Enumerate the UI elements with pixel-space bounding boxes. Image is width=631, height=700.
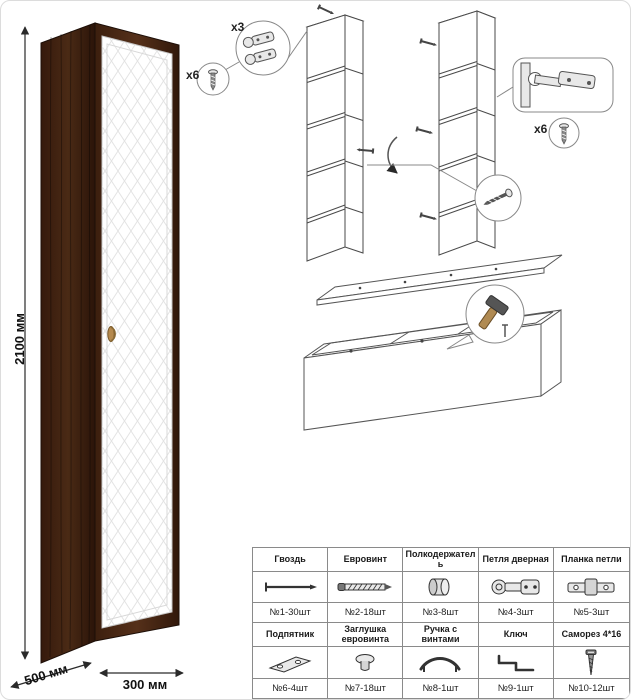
door-hinge-icon [479,572,553,602]
parts-cell-foot-glide: Подпятник №6-4шт [253,623,329,698]
mini-screw-icon [419,211,439,223]
hinge-count-label: x3 [231,20,245,34]
euro-screw-icon [328,572,402,602]
screw-callout-right [548,117,580,149]
flip-arrow [386,136,398,174]
shelf-support-icon [403,572,477,602]
height-dimension-label: 2100 мм [12,313,27,365]
part-qty: №2-18шт [328,602,403,622]
hinge-callout [224,20,308,76]
part-name: Ключ [478,623,553,647]
mini-screw-icon [316,3,337,18]
part-name: Планка петли [553,548,629,572]
door-handle [107,326,116,342]
parts-cell-nail: Гвоздь №1-30шт [253,548,329,623]
wardrobe-illustration [10,22,184,689]
door-inner-border [106,43,168,621]
parts-cell-hinge-plate: Планка петли №5-3шт [553,548,629,623]
parts-cell-handle: Ручка с винтами №8-1шт [403,623,479,698]
part-qty: №6-4шт [253,678,328,698]
parts-table: Гвоздь №1-30шт Евровинт №2-18шт Полкодер… [252,547,630,699]
part-name: Подпятник [253,623,328,647]
part-qty: №10-12шт [553,678,629,698]
part-name: Гвоздь [253,548,328,572]
part-name: Ручка с винтами [403,623,478,647]
mini-screw-icon [415,125,435,137]
part-name: Саморез 4*16 [553,623,629,647]
part-name: Заглушка евровинта [328,623,403,647]
parts-cell-hex-key: Ключ №9-1шт [478,623,554,698]
part-qty: №5-3шт [553,602,629,622]
part-qty: №1-30шт [253,602,328,622]
hinge-detail-callout [496,57,614,113]
hex-key-icon [479,647,553,678]
part-qty: №7-18шт [328,678,403,698]
back-panel [316,254,563,306]
wood-grain [49,24,91,658]
screw-cap-icon [328,647,402,678]
wardrobe-side-panel [40,22,96,664]
parts-cell-wood-screw: Саморез 4*16 №10-12шт [553,623,629,698]
parts-cell-euro-screw: Евровинт №2-18шт [328,548,404,623]
foot-glide-icon [253,647,327,678]
part-qty: №9-1шт [478,678,553,698]
handle-icon [403,647,477,678]
nail-icon [253,572,327,602]
part-name: Петля дверная [478,548,553,572]
carcass-assembly [303,309,562,431]
dimension-lines [10,26,184,689]
screw-count-left-label: x6 [186,68,200,82]
confirmat-callout [367,164,522,222]
hammer-callout [446,284,525,350]
part-qty: №4-3шт [478,602,553,622]
hammer-icon [478,295,509,330]
door-quilt-pattern [102,36,172,628]
frame-exploded-left [305,14,365,262]
parts-cell-door-hinge: Петля дверная №4-3шт [478,548,554,623]
part-qty: №3-8шт [403,602,478,622]
mini-screw-icon [419,37,439,49]
nail-under-hammer-icon [502,324,508,337]
hinge-plate-icon [554,572,629,602]
part-name: Полкодержатель [403,548,478,572]
part-name: Евровинт [328,548,403,572]
part-qty: №8-1шт [403,678,478,698]
screw-callout-left [196,62,230,96]
wood-screw-icon [554,647,629,678]
width-dimension-label: 300 мм [122,677,168,692]
screw-count-right-label: x6 [534,122,548,136]
parts-cell-shelf-support: Полкодержатель №3-8шт [403,548,479,623]
parts-cell-screw-cap: Заглушка евровинта №7-18шт [328,623,404,698]
